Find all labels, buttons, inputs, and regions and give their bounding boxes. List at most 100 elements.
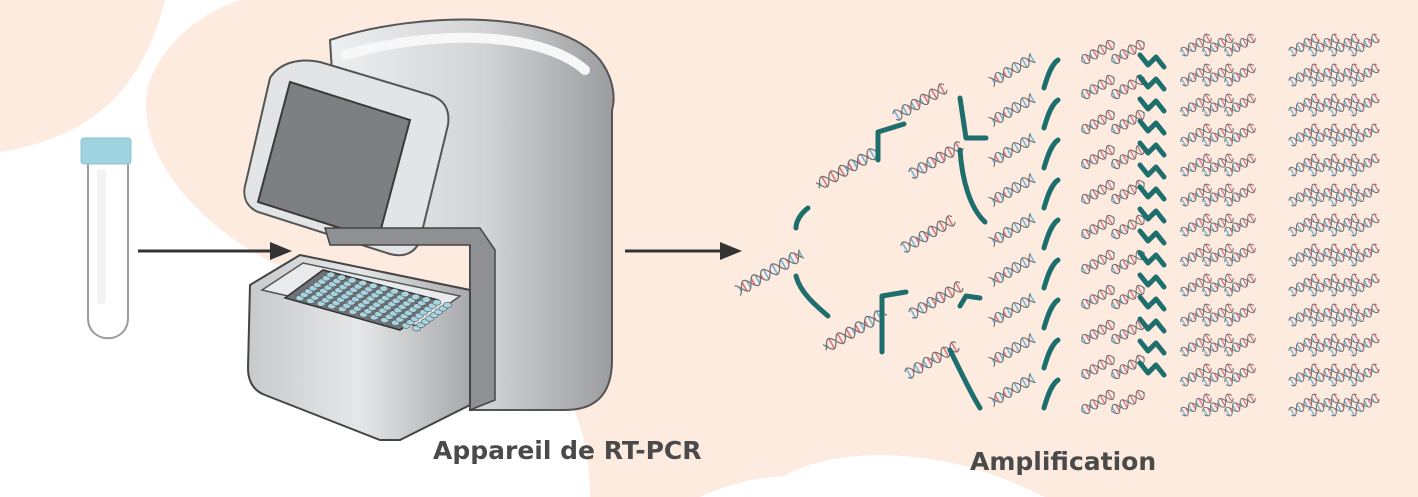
primer-strand-icon [1041,377,1061,411]
amplification-label: Amplification [970,447,1157,476]
dna-helix-icon [1288,123,1320,147]
dna-helix-icon [1308,153,1340,177]
dna-helix-icon [1224,303,1256,327]
primer-strand-icon [875,121,907,163]
primer-strand-icon [1137,206,1167,224]
dna-helix-icon [1288,93,1320,117]
dna-helix-icon [1328,123,1360,147]
primer-strand-icon [1041,97,1061,131]
dna-helix-icon [1202,213,1234,237]
dna-helix-icon [1180,273,1212,297]
well [421,296,431,303]
dna-helix-icon [1348,333,1380,357]
dna-helix-icon [1288,243,1320,267]
dna-helix-icon [1081,354,1115,380]
dna-helix-icon [1288,333,1320,357]
dna-helix-icon [1081,144,1115,170]
dna-helix-icon [1224,33,1256,57]
dna-helix-icon [1180,63,1212,87]
dna-helix-icon [1308,63,1340,87]
dna-helix-icon [1308,393,1340,417]
dna-helix-icon [1348,363,1380,387]
arrow-right-icon [625,242,742,260]
primer-strand-icon [1137,184,1167,202]
dna-helix-icon [1328,333,1360,357]
dna-helix-icon [1202,153,1234,177]
primer-strand-icon [957,293,983,309]
dna-helix-icon [1224,393,1256,417]
dna-helix-icon [1180,183,1212,207]
dna-helix-icon [1288,153,1320,177]
dna-helix-icon [1202,123,1234,147]
dna-helix-icon [1111,389,1145,415]
dna-helix-icon [1180,303,1212,327]
dna-helix-icon [1224,183,1256,207]
primer-strand-icon [879,289,909,355]
well [379,285,389,292]
dna-helix-icon [1288,393,1320,417]
primer-strand-icon [1137,228,1167,246]
well [368,282,378,290]
primer-strand-icon [1137,118,1167,136]
primer-strand-icon [793,273,831,319]
dna-helix-icon [1288,363,1320,387]
dna-helix-icon [1328,63,1360,87]
dna-helix-icon [1081,179,1115,205]
dna-helix-icon [1328,93,1360,117]
dna-helix-icon [1081,284,1115,310]
primer-strand-icon [1041,177,1061,211]
dna-helix-icon [1328,393,1360,417]
dna-helix-icon [1180,213,1212,237]
well [442,302,452,309]
dna-helix-icon [1202,393,1234,417]
well [358,280,368,287]
dna-helix-icon [988,252,1036,288]
well [389,288,399,295]
dna-helix-icon [1308,33,1340,57]
primer-strand-icon [1137,316,1167,334]
well-plate-wells [295,271,452,332]
dna-helix-icon [1328,303,1360,327]
dna-helix-icon [1308,303,1340,327]
primer-strand-icon [1137,360,1167,378]
dna-helix-icon [1111,249,1145,275]
dna-helix-icon [1081,389,1115,415]
primer-strand-icon [1137,162,1167,180]
dna-helix-icon [1348,153,1380,177]
primer-strand-icon [793,205,811,231]
dna-helix-icon [1288,303,1320,327]
dna-helix-icon [1308,123,1340,147]
dna-helix-icon [1308,213,1340,237]
dna-helix-icon [1328,273,1360,297]
well [432,299,442,306]
dna-helix-icon [1202,303,1234,327]
amplification-diagram [734,33,1380,417]
dna-helix-icon [1224,63,1256,87]
dna-helix-icon [1202,333,1234,357]
dna-helix-icon [1224,153,1256,177]
background-blob-bottom [760,455,1045,497]
primer-strand-icon [1041,57,1061,91]
well [336,274,346,281]
dna-helix-icon [900,215,956,253]
background-blob-left [0,0,165,152]
dna-helix-icon [1348,63,1380,87]
dna-helix-icon [1348,123,1380,147]
dna-helix-icon [988,92,1036,128]
dna-helix-icon [988,132,1036,168]
dna-helix-icon [1328,33,1360,57]
dna-helix-icon [815,147,881,189]
dna-helix-icon [1180,363,1212,387]
dna-helix-icon [1288,33,1320,57]
dna-helix-icon [1308,183,1340,207]
primer-strand-icon [1137,96,1167,114]
dna-helix-icon [1328,243,1360,267]
dna-helix-icon [1224,273,1256,297]
primer-strand-icon [1137,272,1167,290]
dna-helix-icon [1288,63,1320,87]
dna-helix-icon [988,172,1036,208]
dna-helix-icon [1202,93,1234,117]
dna-helix-icon [1308,363,1340,387]
dna-helix-icon [1348,93,1380,117]
